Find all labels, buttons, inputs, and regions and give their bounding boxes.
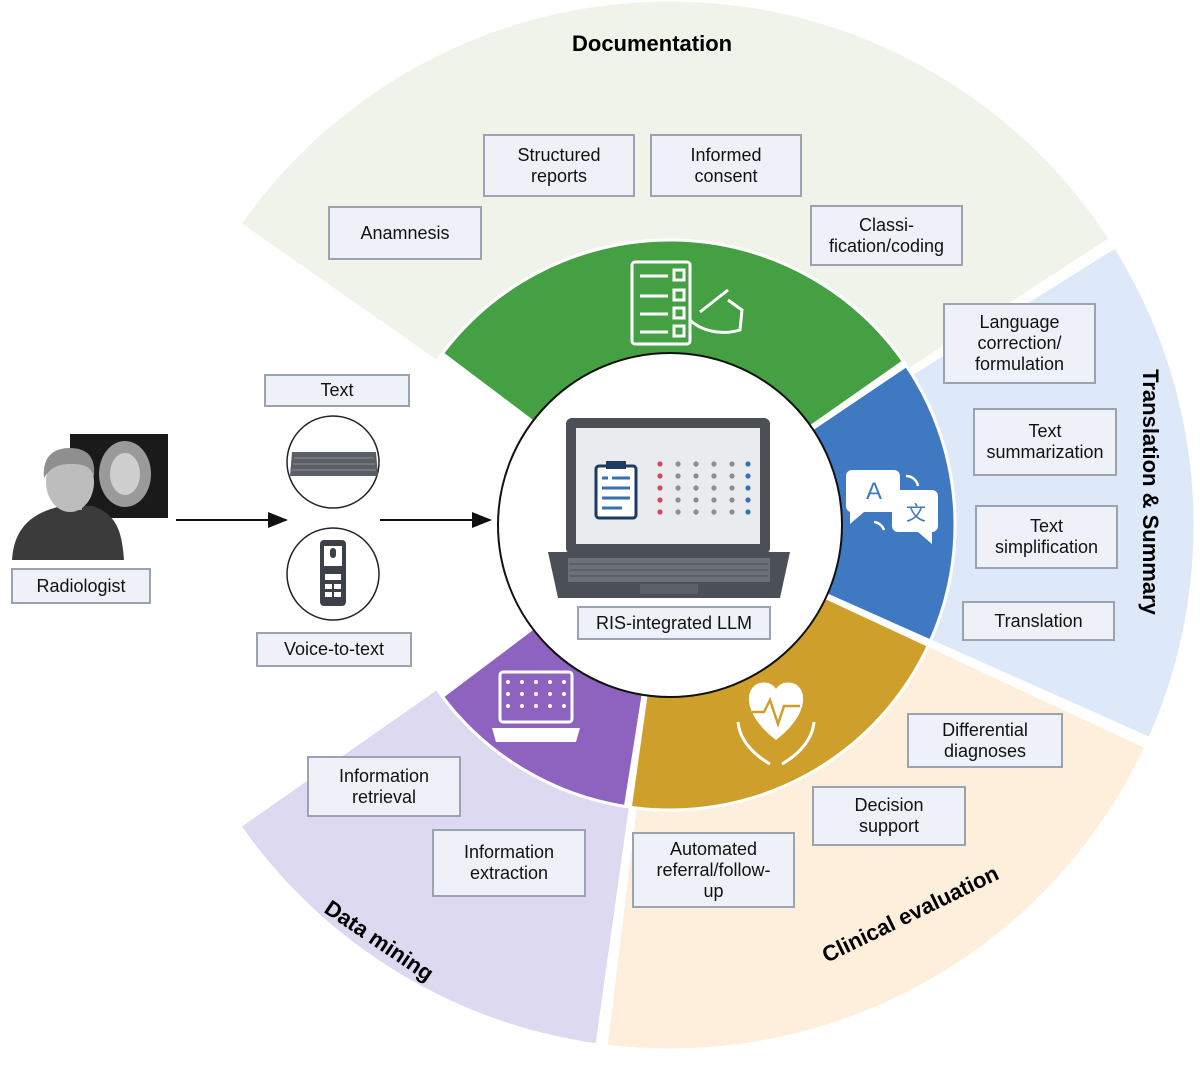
network-node: [693, 509, 699, 515]
keyboard-icon: [290, 452, 378, 476]
structured-reports-box: Structured reports: [483, 134, 635, 197]
network-node: [729, 497, 735, 503]
network-node: [729, 485, 735, 491]
voice-recorder-icon: [320, 540, 346, 606]
network-node: [675, 473, 681, 479]
network-node: [506, 692, 510, 696]
network-node: [534, 680, 538, 684]
network-node: [534, 692, 538, 696]
network-node: [506, 680, 510, 684]
network-node: [657, 497, 663, 503]
translation-title: Translation & Summary: [1138, 369, 1163, 615]
network-node: [745, 485, 751, 491]
information-extraction-box: Information extraction: [432, 829, 586, 897]
translate-icon: A 文: [845, 470, 938, 544]
network-node: [711, 461, 717, 467]
network-node: [711, 509, 717, 515]
network-node: [729, 509, 735, 515]
network-node: [745, 473, 751, 479]
documentation-title: Documentation: [572, 31, 733, 56]
network-node: [711, 485, 717, 491]
network-node: [520, 704, 524, 708]
network-node: [745, 461, 751, 467]
network-node: [657, 509, 663, 515]
radiologist-label: Radiologist: [11, 568, 151, 604]
network-node: [693, 497, 699, 503]
classification-coding-box: Classi- fication/coding: [810, 205, 963, 266]
svg-text:文: 文: [906, 501, 926, 525]
network-node: [675, 461, 681, 467]
differential-diagnoses-box: Differential diagnoses: [907, 713, 1063, 768]
network-node: [675, 509, 681, 515]
network-node: [711, 473, 717, 479]
radiologist-figure: [12, 434, 168, 560]
network-node: [657, 473, 663, 479]
network-node: [562, 692, 566, 696]
network-node: [562, 704, 566, 708]
network-node: [506, 704, 510, 708]
decision-support-box: Decision support: [812, 786, 966, 846]
informed-consent-box: Informed consent: [650, 134, 802, 197]
information-retrieval-box: Information retrieval: [307, 756, 461, 817]
network-node: [675, 485, 681, 491]
network-node: [548, 704, 552, 708]
network-node: [745, 509, 751, 515]
network-node: [520, 692, 524, 696]
voice-to-text-label: Voice-to-text: [256, 632, 412, 667]
network-node: [711, 497, 717, 503]
network-node: [675, 497, 681, 503]
laptop-llm-icon: [548, 418, 790, 598]
network-node: [562, 680, 566, 684]
network-node: [729, 473, 735, 479]
svg-text:A: A: [866, 478, 882, 505]
network-node: [729, 461, 735, 467]
text-summarization-box: Text summarization: [973, 408, 1117, 476]
translation-box: Translation: [962, 601, 1115, 641]
network-node: [693, 473, 699, 479]
network-node: [520, 680, 524, 684]
anamnesis-box: Anamnesis: [328, 206, 482, 260]
network-node: [745, 497, 751, 503]
automated-referral-box: Automated referral/follow- up: [632, 832, 795, 908]
network-node: [534, 704, 538, 708]
llm-label: RIS-integrated LLM: [577, 606, 771, 640]
network-node: [548, 692, 552, 696]
laptop-network-icon: [492, 670, 580, 742]
network-node: [548, 680, 552, 684]
heart-hands-icon: [736, 682, 816, 766]
network-node: [693, 485, 699, 491]
network-node: [657, 461, 663, 467]
language-correction-box: Language correction/ formulation: [943, 303, 1096, 384]
network-node: [657, 485, 663, 491]
text-simplification-box: Text simplification: [975, 505, 1118, 569]
checklist-writing-icon: [630, 260, 744, 346]
network-node: [693, 461, 699, 467]
text-input-label: Text: [264, 374, 410, 407]
